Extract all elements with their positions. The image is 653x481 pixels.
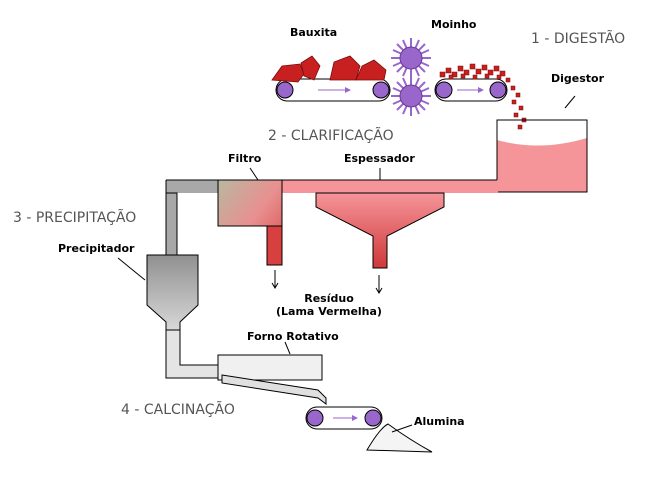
alumina-conveyor — [305, 406, 383, 430]
stage-digestion-label: 1 - DIGESTÃO — [531, 31, 626, 47]
rotary-kiln — [217, 341, 327, 405]
stage-precipitation-label: 3 - PRECIPITAÇÃO — [13, 210, 137, 226]
filter-residue-arrow — [271, 270, 279, 289]
filter-label: Filtro — [228, 152, 262, 165]
digester-tank — [496, 95, 588, 193]
stage-calcination-label: 4 - CALCINAÇÃO — [121, 402, 235, 418]
hydrate-pipe — [165, 329, 221, 379]
residue-label-line1: Resíduo — [304, 292, 354, 305]
bauxite-conveyor — [275, 78, 391, 102]
main-channel — [165, 179, 498, 193]
precipitator-vessel — [117, 254, 199, 331]
bauxite-label: Bauxita — [290, 26, 338, 39]
liquor-pipe — [165, 192, 178, 256]
alumina-pile — [366, 423, 433, 453]
thickener-unit — [315, 168, 445, 269]
thickener-residue-arrow — [375, 275, 383, 294]
mill-lower-icon — [391, 76, 431, 116]
filter-unit — [217, 167, 283, 266]
ground-bauxite-particles — [439, 63, 527, 130]
rotary-kiln-label: Forno Rotativo — [247, 330, 339, 343]
residue-label: Resíduo (Lama Vermelha) — [264, 292, 394, 318]
digester-label: Digestor — [551, 72, 605, 85]
precipitator-label: Precipitador — [58, 242, 135, 255]
stage-clarification-label: 2 - CLARIFICAÇÃO — [268, 128, 394, 144]
thickener-label: Espessador — [344, 152, 415, 165]
ground-bauxite-conveyor — [434, 78, 508, 102]
residue-label-line2: (Lama Vermelha) — [276, 305, 382, 318]
mill-label: Moinho — [431, 18, 477, 31]
bauxite-rocks — [271, 55, 387, 83]
mill-upper-icon — [391, 38, 431, 78]
alumina-label: Alumina — [414, 415, 465, 428]
